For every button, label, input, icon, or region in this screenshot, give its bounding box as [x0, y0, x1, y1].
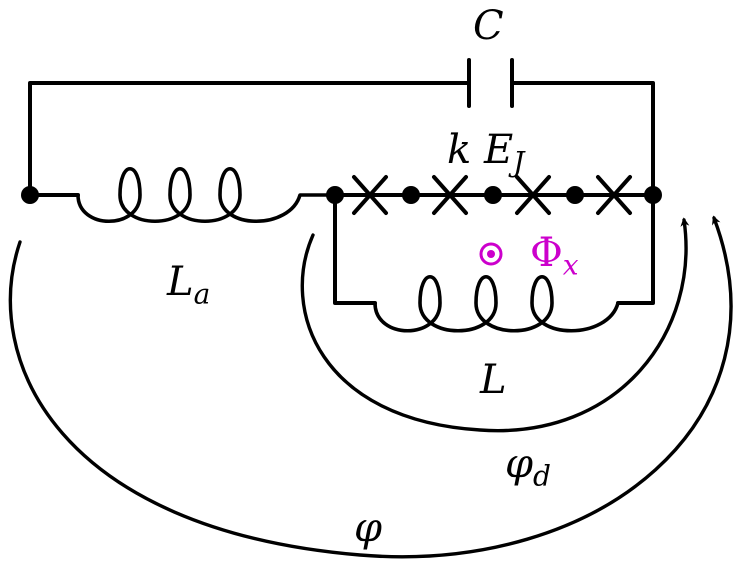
inductor-La-symbol — [76, 166, 335, 224]
junction-crosses — [352, 175, 632, 215]
phase-label: φ — [354, 505, 383, 551]
inductor-L-symbol — [373, 274, 620, 333]
phase-arrow — [8, 215, 733, 559]
junction-label: k EJ — [447, 127, 525, 179]
phase-d-label: φd — [505, 441, 551, 493]
capacitor-symbol — [467, 58, 514, 108]
circuit-nodes — [21, 186, 662, 204]
phase-d-arrow — [300, 217, 690, 433]
out-of-page-dot-icon — [479, 242, 503, 266]
top-wire-left — [28, 81, 471, 197]
top-wire-right — [510, 81, 655, 197]
inductor-La-label: La — [167, 259, 211, 311]
L-loop-left — [333, 193, 377, 305]
L-loop-right — [616, 193, 655, 305]
flux-label: Φx — [530, 230, 579, 282]
inductor-L-label: L — [480, 357, 507, 403]
capacitor-label: C — [473, 3, 504, 49]
